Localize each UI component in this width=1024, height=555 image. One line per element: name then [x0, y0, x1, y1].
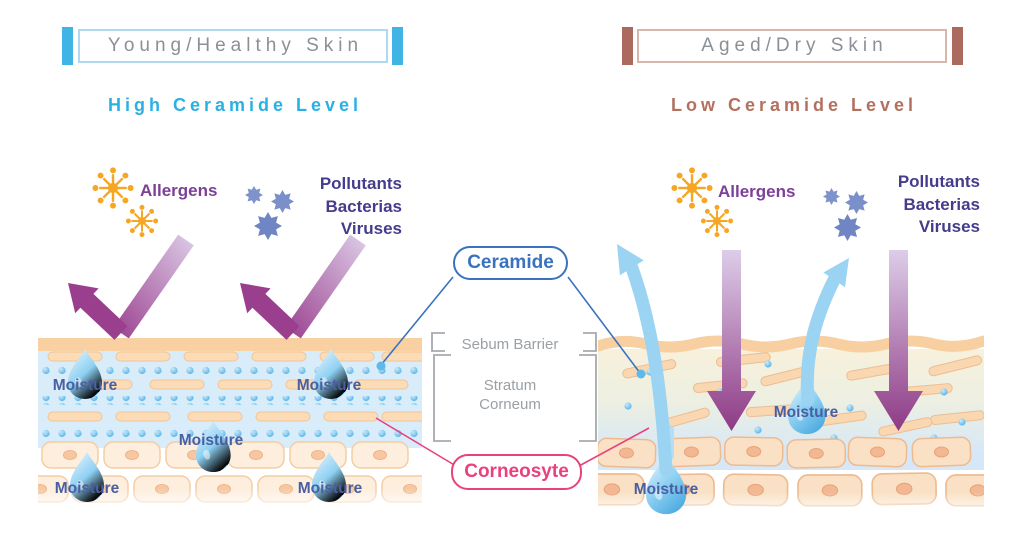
right-panel-title-box: Aged/Dry Skin	[637, 29, 947, 63]
left-accent-bar	[392, 27, 403, 65]
moisture-escape-trail	[660, 424, 674, 462]
aged-skin-illustration: Moisture Moisture	[598, 335, 984, 518]
sebum-barrier-band	[38, 338, 422, 351]
moisture-label: Moisture	[53, 377, 118, 394]
right-allergens-label: Allergens	[718, 182, 796, 201]
left-ceramide-level-label: High Ceramide Level	[107, 95, 363, 115]
microbe-icon	[845, 191, 868, 214]
moisture-label: Moisture	[297, 377, 362, 394]
moisture-label: Moisture	[298, 480, 363, 497]
microbe-icon	[245, 186, 263, 204]
right-panel-title: Aged/Dry Skin	[701, 35, 888, 56]
right-pollutants-label: Pollutants Bacterias Viruses	[897, 172, 980, 236]
microbe-icon	[271, 190, 294, 213]
damaged-sebum-barrier-band	[598, 335, 984, 353]
allergen-pollen-icon	[700, 204, 734, 238]
right-ceramide-level-label: Low Ceramide Level	[670, 95, 918, 115]
right-accent-bar	[622, 27, 633, 65]
left-pollutants-label: Pollutants Bacterias Viruses	[319, 174, 402, 238]
corneocyte-label: Corneosyte	[464, 461, 569, 482]
left-panel-title-box: Young/Healthy Skin	[78, 29, 388, 63]
allergen-pollen-icon	[671, 167, 713, 209]
blocked-threat-arrow	[68, 234, 194, 340]
blocked-threat-arrow	[240, 234, 366, 340]
allergen-pollen-icon	[92, 167, 134, 209]
stratum-corneum-label: Stratum Corneum	[479, 377, 541, 413]
moisture-label: Moisture	[634, 481, 699, 498]
microbe-icon	[254, 212, 282, 240]
ceramide-label-box: Ceramide	[453, 246, 568, 280]
ceramide-dots	[40, 366, 420, 437]
ceramide-label: Ceramide	[467, 252, 554, 273]
microbe-icon	[823, 188, 840, 205]
corneocyte-label-box: Corneosyte	[451, 454, 582, 490]
moisture-label: Moisture	[774, 404, 839, 421]
left-allergens-label: Allergens	[140, 181, 218, 200]
left-panel-title: Young/Healthy Skin	[107, 35, 364, 56]
sebum-barrier-label: Sebum Barrier	[461, 336, 559, 353]
moisture-label: Moisture	[179, 432, 244, 449]
allergen-pollen-icon	[125, 204, 159, 238]
left-accent-bar	[62, 27, 73, 65]
right-accent-bar	[952, 27, 963, 65]
young-skin-illustration: Moisture Moisture Moisture Moisture Mois…	[38, 338, 422, 512]
microbe-icon	[834, 214, 861, 241]
moisture-label: Moisture	[55, 480, 120, 497]
